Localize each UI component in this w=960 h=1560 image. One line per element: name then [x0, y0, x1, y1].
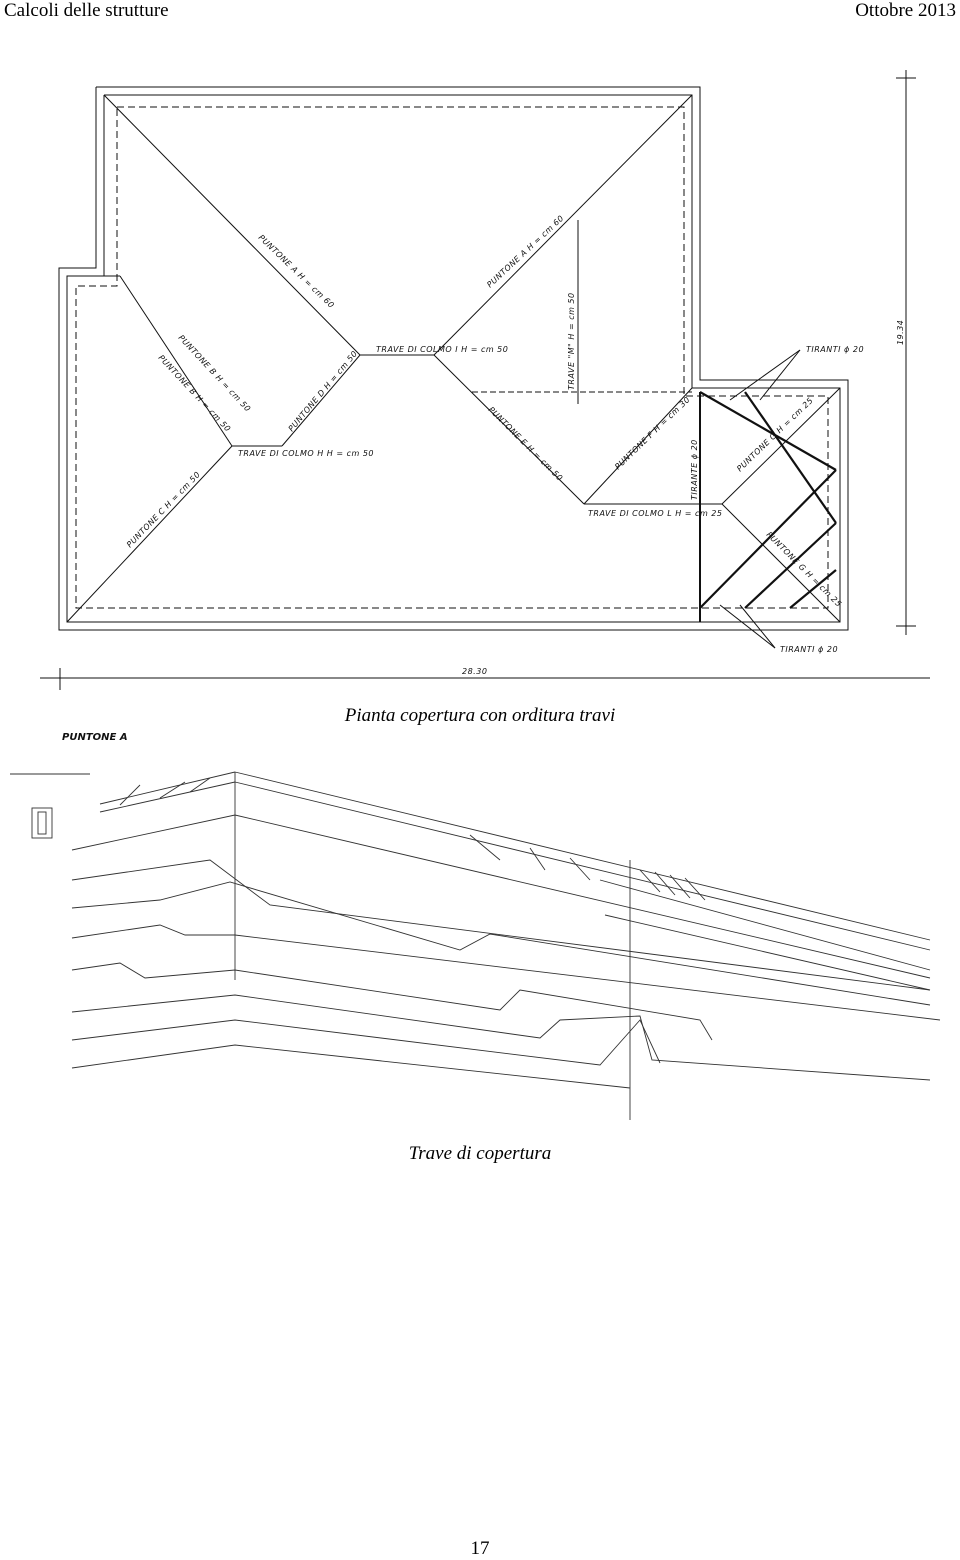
label-dim-width: 28.30: [462, 667, 487, 676]
plan-outline-inner: [66, 94, 841, 623]
label-tiranti-top: TIRANTI ϕ 20: [806, 345, 864, 354]
plan-caption: Pianta copertura con orditura travi: [344, 705, 616, 726]
label-tirante: TIRANTE ϕ 20: [690, 439, 699, 500]
label-puntone-b-2: PUNTONE B H = cm 50: [157, 353, 233, 434]
label-trave-colmo-l: TRAVE DI COLMO L H = cm 25: [588, 509, 722, 518]
label-tiranti-bottom: TIRANTI ϕ 20: [780, 645, 838, 654]
label-puntone-d: PUNTONE D H = cm 50: [287, 349, 360, 433]
label-dim-height: 19.34: [896, 320, 905, 345]
plan-dashed-outline: [75, 106, 829, 609]
label-puntone-e: PUNTONE E H = cm 50: [487, 405, 565, 483]
label-puntone-c: PUNTONE C H = cm 50: [125, 470, 202, 549]
roof-plan-drawing: PUNTONE A H = cm 60 PUNTONE A H = cm 60 …: [40, 70, 930, 690]
plan-outline-outer: [58, 86, 849, 631]
beam-title: PUNTONE A: [62, 732, 128, 743]
header-date: Ottobre 2013: [855, 0, 956, 21]
beam-caption: Trave di copertura: [408, 1143, 552, 1164]
label-puntone-g: PUNTONE G H = cm 25: [735, 396, 815, 474]
header-title: Calcoli delle strutture: [4, 0, 169, 21]
label-trave-colmo-i: TRAVE DI COLMO I H = cm 50: [376, 345, 508, 354]
label-trave-colmo-h: TRAVE DI COLMO H H = cm 50: [238, 449, 374, 458]
label-puntone-a: PUNTONE A H = cm 60: [257, 233, 336, 310]
label-puntone-b: PUNTONE B H = cm 50: [177, 333, 253, 414]
page-number: 17: [470, 1538, 490, 1559]
label-puntone-f: PUNTONE F H = cm 30: [613, 395, 692, 471]
beam-drawing: PUNTONE A: [10, 732, 941, 1120]
label-puntone-a-right: PUNTONE A H = cm 60: [485, 214, 565, 290]
label-trave-m: TRAVE "M" H = cm 50: [567, 292, 576, 390]
